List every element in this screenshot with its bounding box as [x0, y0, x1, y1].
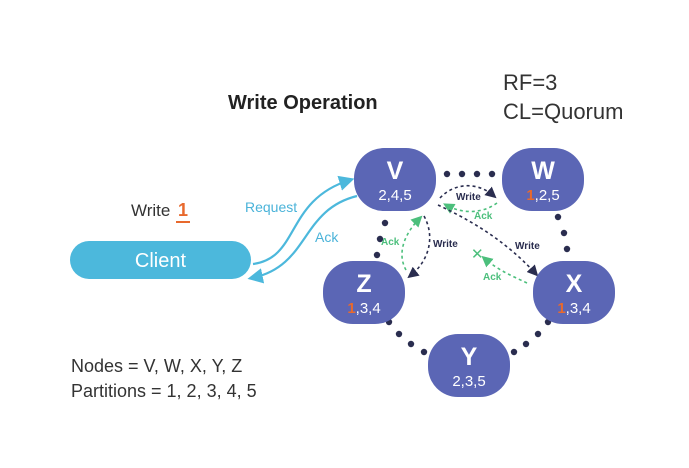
- node-y-partitions: 2,3,5: [452, 373, 485, 390]
- node-y[interactable]: Y 2,3,5: [428, 334, 510, 397]
- replication-factor-label: RF=3: [503, 70, 557, 95]
- node-x[interactable]: X 1,3,4: [533, 261, 615, 324]
- v-w-ack-arrow: [443, 202, 498, 214]
- client-label: Client: [135, 250, 187, 272]
- ring-connections: [373, 170, 571, 356]
- node-v-partitions: 2,4,5: [378, 187, 411, 204]
- node-y-letter: Y: [461, 343, 478, 371]
- v-x-write-label: Write: [515, 241, 540, 252]
- node-z[interactable]: Z 1,3,4: [323, 261, 405, 324]
- v-z-write-label: Write: [433, 239, 458, 250]
- node-x-partitions: 1,3,4: [557, 300, 590, 317]
- v-z-ack-label: Ack: [381, 237, 400, 248]
- node-w-letter: W: [531, 157, 555, 185]
- diagram-title: Write Operation: [228, 92, 378, 114]
- node-v-letter: V: [387, 157, 404, 185]
- node-w-partitions: 1,2,5: [526, 187, 559, 204]
- request-arrow: [252, 175, 355, 266]
- client-write-label: Write: [131, 201, 170, 220]
- node-v[interactable]: V 2,4,5: [354, 148, 436, 211]
- v-w-ack-label: Ack: [474, 211, 493, 222]
- request-label: Request: [245, 199, 297, 215]
- v-z-write-arrow: [407, 215, 431, 279]
- v-w-write-label: Write: [456, 192, 481, 203]
- failed-ack-mark: ✕: [471, 245, 484, 263]
- client-node[interactable]: Client: [70, 241, 251, 279]
- v-x-ack-label: Ack: [483, 272, 502, 283]
- node-z-partitions: 1,3,4: [347, 300, 380, 317]
- client-write-value: 1: [178, 200, 188, 220]
- v-x-ack-arrow: [481, 255, 528, 284]
- v-w-write-arrow: [439, 185, 497, 199]
- consistency-level-label: CL=Quorum: [503, 99, 623, 124]
- v-x-write-arrow: [437, 204, 539, 277]
- partitions-legend: Partitions = 1, 2, 3, 4, 5: [71, 381, 257, 401]
- v-z-ack-arrow: [401, 215, 423, 271]
- ack-arrow: [247, 194, 358, 284]
- client-ack-label: Ack: [315, 229, 339, 245]
- node-x-letter: X: [566, 270, 583, 298]
- node-w[interactable]: W 1,2,5: [502, 148, 584, 211]
- nodes-legend: Nodes = V, W, X, Y, Z: [71, 356, 242, 376]
- node-z-letter: Z: [356, 270, 371, 298]
